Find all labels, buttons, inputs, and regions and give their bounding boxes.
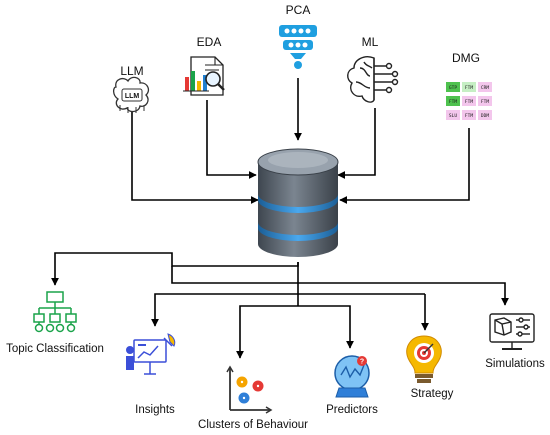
- circuit-brain-icon: [347, 56, 399, 103]
- svg-text:?: ?: [360, 359, 364, 366]
- llm-connector: [131, 112, 259, 204]
- dmg-cell-text: DDM: [481, 113, 489, 119]
- dmg-cell: [462, 96, 476, 106]
- dmg-connector: [339, 128, 470, 204]
- dmg-cell: [478, 96, 492, 106]
- insights-connector: [151, 293, 298, 327]
- llm-badge-text: LLM: [125, 93, 140, 100]
- dmg-cell: [478, 110, 492, 120]
- dmg-cell-text: FTM: [449, 99, 457, 105]
- simulations-connector: [171, 266, 509, 306]
- pca-label: PCA: [286, 3, 311, 17]
- brain-chip-icon: LLM: [112, 76, 150, 113]
- dmg-cell: [462, 110, 476, 120]
- dmg-cell: [446, 82, 460, 92]
- dmg-cell-text: CRM: [481, 85, 489, 91]
- pca-funnel-icon: [279, 25, 317, 69]
- topic-connector: [51, 252, 299, 286]
- input-connectors: [131, 78, 470, 204]
- computer-simulation-icon: [489, 313, 535, 350]
- dmg-cell-text: SLU: [449, 113, 457, 119]
- output-connectors: [51, 252, 509, 359]
- clusters-label: Clusters of Behaviour: [198, 419, 308, 431]
- dmg-cell: [446, 96, 460, 106]
- dmg-cell-text: FTM: [465, 99, 473, 105]
- dmg-cell-text: GTP: [449, 85, 457, 91]
- hierarchy-tree-icon: [33, 291, 77, 333]
- dmg-cell: [446, 110, 460, 120]
- ml-label: ML: [362, 35, 379, 49]
- document-magnifier-icon: [183, 56, 225, 96]
- eda-connector: [206, 100, 257, 179]
- dmg-cell-text: FTM: [465, 85, 473, 91]
- presentation-rocket-icon: [126, 333, 176, 375]
- dmg-cell-text: FTM: [465, 113, 473, 119]
- predictors-connector: [298, 305, 354, 349]
- dmg-label: DMG: [452, 51, 480, 65]
- clusters-connector: [236, 305, 298, 359]
- dmg-cell: [478, 82, 492, 92]
- database-icon: [257, 148, 339, 257]
- dmg-cell: [462, 82, 476, 92]
- llm-label: LLM: [120, 64, 143, 78]
- ml-connector: [337, 108, 376, 179]
- topic-classification-label: Topic Classification: [6, 343, 104, 355]
- simulations-label: Simulations: [485, 358, 545, 370]
- dmg-table-icon: GTP FTM CRM FTM FTM FTM SLU FTM DDM: [446, 82, 492, 120]
- insights-label: Insights: [135, 404, 175, 416]
- crystal-ball-icon: ?: [334, 355, 370, 398]
- dmg-cell-text: FTM: [481, 99, 489, 105]
- lightbulb-target-icon: [406, 335, 442, 383]
- strategy-label: Strategy: [411, 388, 454, 400]
- eda-label: EDA: [197, 35, 222, 49]
- predictors-label: Predictors: [326, 404, 378, 416]
- scatter-clusters-icon: [226, 365, 273, 414]
